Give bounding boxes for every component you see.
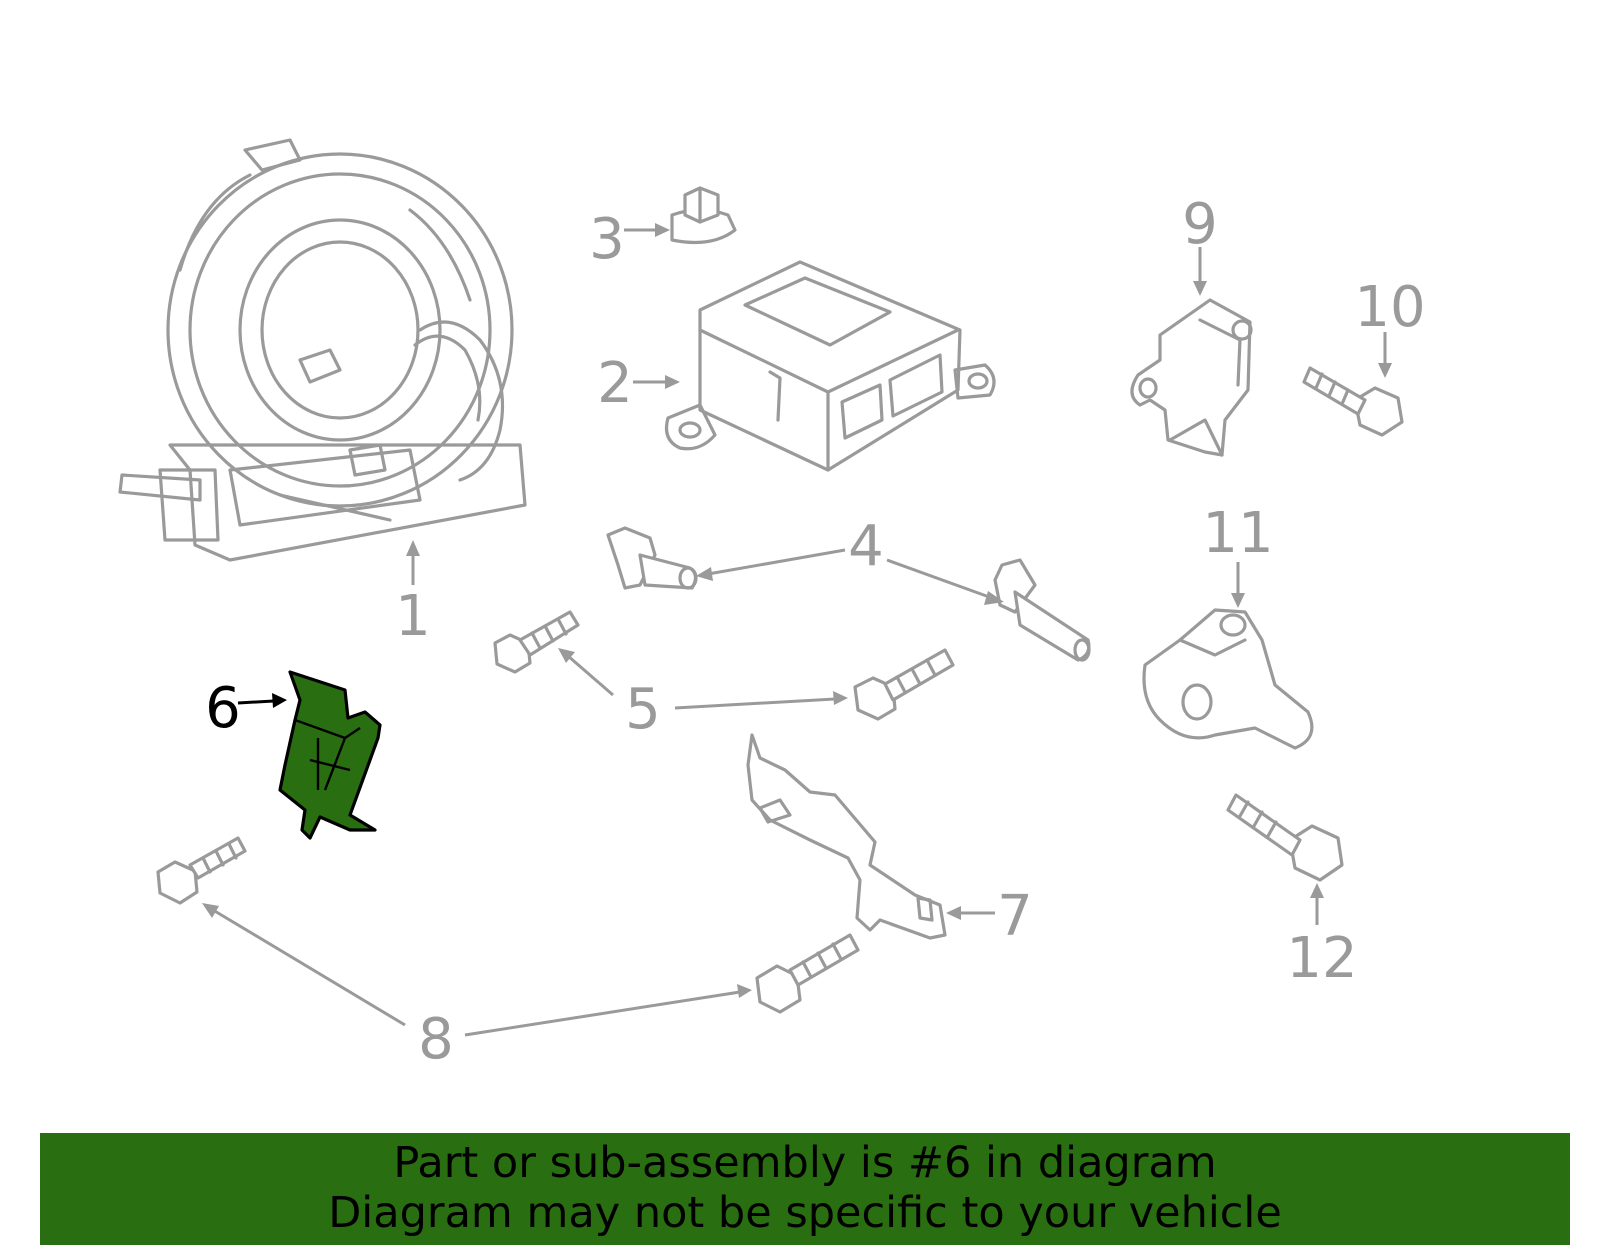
callout-1-leader bbox=[406, 540, 420, 585]
callout-8-leader bbox=[202, 903, 752, 1037]
part-8-bolt-b[interactable] bbox=[755, 933, 860, 1014]
part-11-sensor[interactable] bbox=[1142, 608, 1314, 750]
callout-2: 2 bbox=[597, 351, 633, 416]
callout-6: 6 bbox=[205, 676, 241, 741]
part-4-sensor-b[interactable] bbox=[993, 558, 1091, 662]
callout-5-leader bbox=[558, 648, 848, 710]
part-2-control-module[interactable] bbox=[664, 260, 996, 472]
part-12-bolt[interactable] bbox=[1226, 793, 1344, 882]
callout-7-leader bbox=[946, 906, 995, 920]
part-9-sensor[interactable] bbox=[1130, 298, 1253, 457]
part-5-bolt-b[interactable] bbox=[853, 648, 955, 721]
part-5-bolt-a[interactable] bbox=[493, 610, 580, 674]
info-banner: Part or sub-assembly is #6 in diagram Di… bbox=[40, 1133, 1570, 1245]
part-8-bolt-a[interactable] bbox=[156, 836, 247, 905]
callout-4: 4 bbox=[848, 514, 884, 579]
callout-3-leader bbox=[624, 223, 670, 237]
callout-11: 11 bbox=[1202, 501, 1273, 566]
callout-10: 10 bbox=[1354, 275, 1425, 340]
part-3-nut[interactable] bbox=[670, 186, 737, 245]
callout-8: 8 bbox=[418, 1007, 454, 1072]
callout-9: 9 bbox=[1182, 192, 1218, 257]
part-4-sensor-a[interactable] bbox=[606, 526, 698, 590]
callout-4-leader bbox=[696, 548, 1004, 605]
callout-12: 12 bbox=[1286, 926, 1357, 991]
callout-1: 1 bbox=[395, 584, 431, 649]
callout-11-leader bbox=[1231, 562, 1245, 608]
banner-line-2: Diagram may not be specific to your vehi… bbox=[328, 1188, 1282, 1238]
part-6-bracket-highlighted[interactable] bbox=[278, 670, 382, 840]
banner-line-1: Part or sub-assembly is #6 in diagram bbox=[393, 1138, 1217, 1188]
callout-5: 5 bbox=[625, 677, 661, 742]
callout-12-leader bbox=[1310, 883, 1324, 925]
part-1-clock-spring[interactable] bbox=[118, 138, 527, 562]
callout-2-leader bbox=[633, 375, 680, 389]
callout-10-leader bbox=[1378, 332, 1392, 378]
callout-6-leader bbox=[237, 693, 287, 708]
part-7-bracket[interactable] bbox=[746, 733, 947, 940]
callout-7: 7 bbox=[997, 884, 1033, 949]
part-10-bolt[interactable] bbox=[1302, 366, 1404, 437]
callout-9-leader bbox=[1193, 247, 1207, 296]
callout-3: 3 bbox=[589, 207, 625, 272]
